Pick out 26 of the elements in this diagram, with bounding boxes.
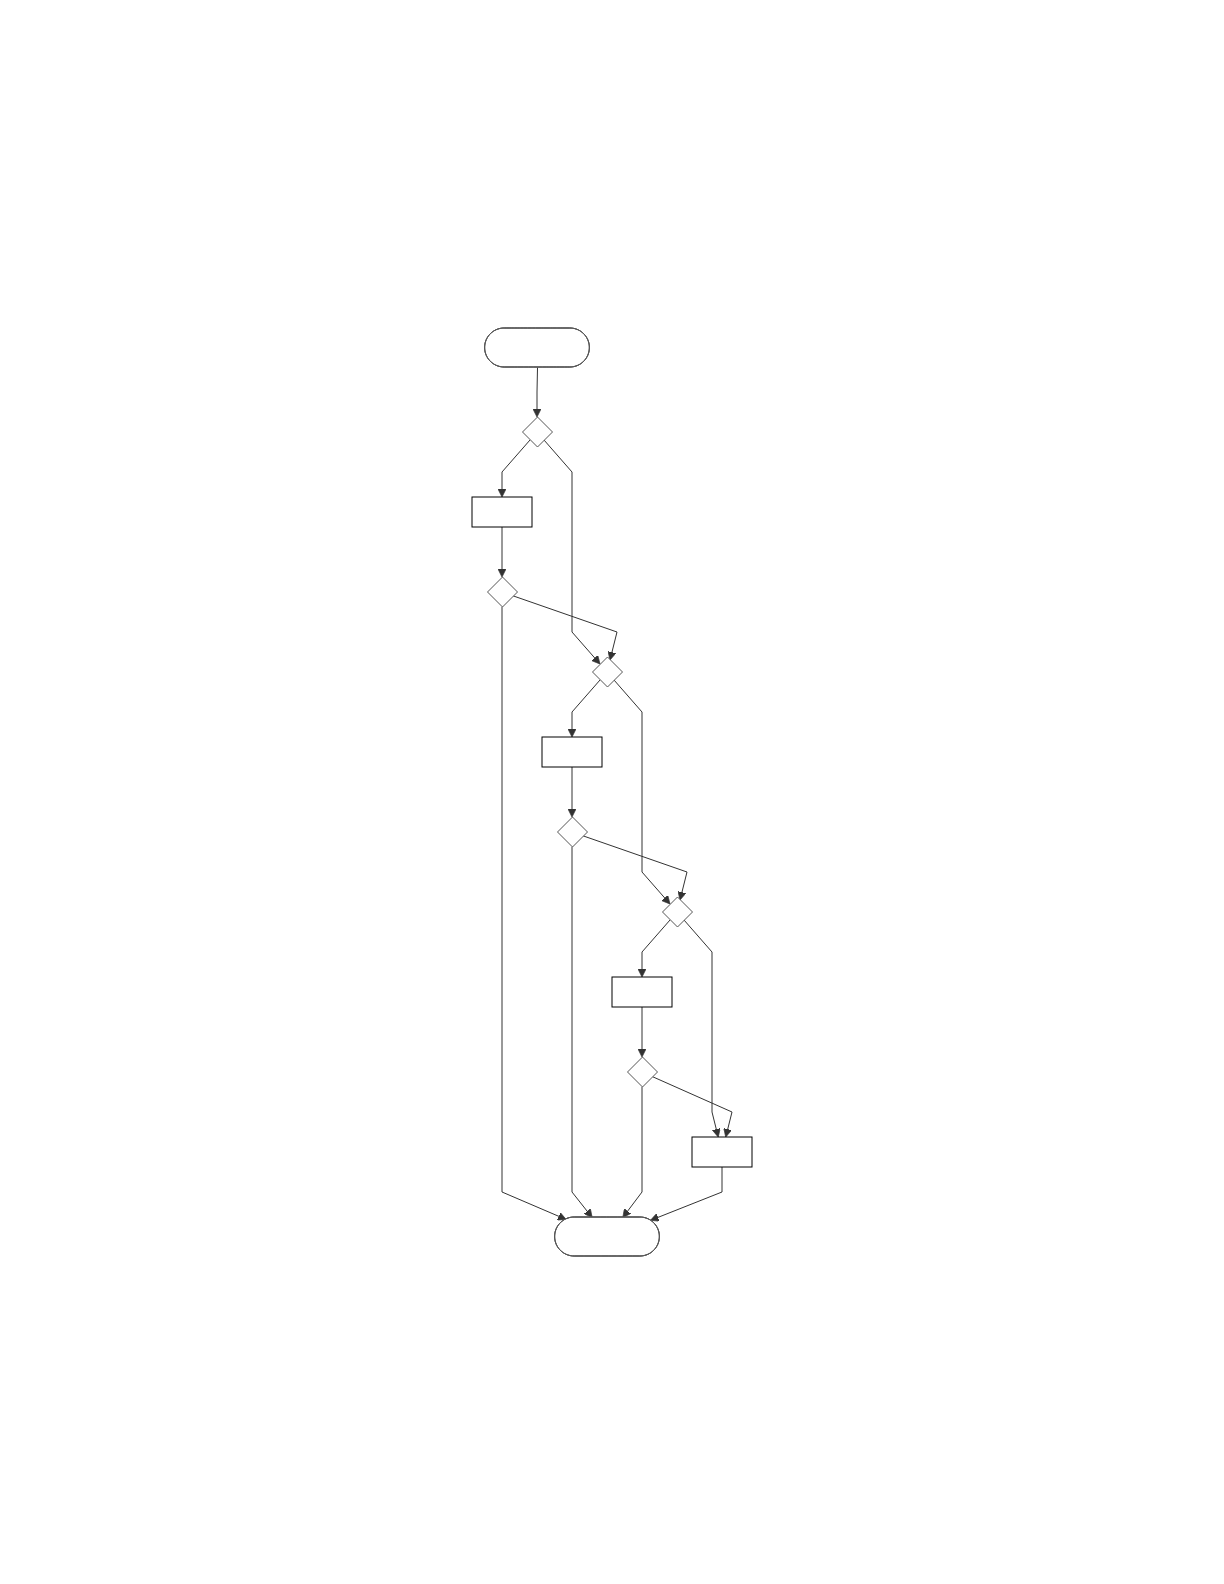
node-diamond <box>627 1056 658 1088</box>
arrow <box>567 766 577 818</box>
node-box <box>471 496 533 528</box>
node-diamond <box>557 816 588 848</box>
arrow <box>622 1086 643 1218</box>
arrow <box>571 846 593 1218</box>
arrow <box>651 1076 733 1138</box>
arrow <box>497 439 531 498</box>
node-diamond <box>662 896 693 928</box>
node-box <box>541 736 603 768</box>
arrow <box>637 1006 647 1058</box>
arrow <box>501 606 567 1221</box>
node-diamond <box>487 576 518 608</box>
arrow <box>543 439 601 665</box>
arrow <box>567 679 601 738</box>
arrow <box>512 595 618 661</box>
arrow <box>613 679 671 905</box>
node-box <box>691 1136 753 1168</box>
node-diamond <box>522 416 553 448</box>
arrow <box>497 526 507 578</box>
arrow <box>650 1166 723 1222</box>
arrow <box>683 919 721 1138</box>
arrow <box>637 919 671 978</box>
node-diamond <box>592 656 623 688</box>
arrow <box>582 835 688 901</box>
node-box <box>611 976 673 1008</box>
